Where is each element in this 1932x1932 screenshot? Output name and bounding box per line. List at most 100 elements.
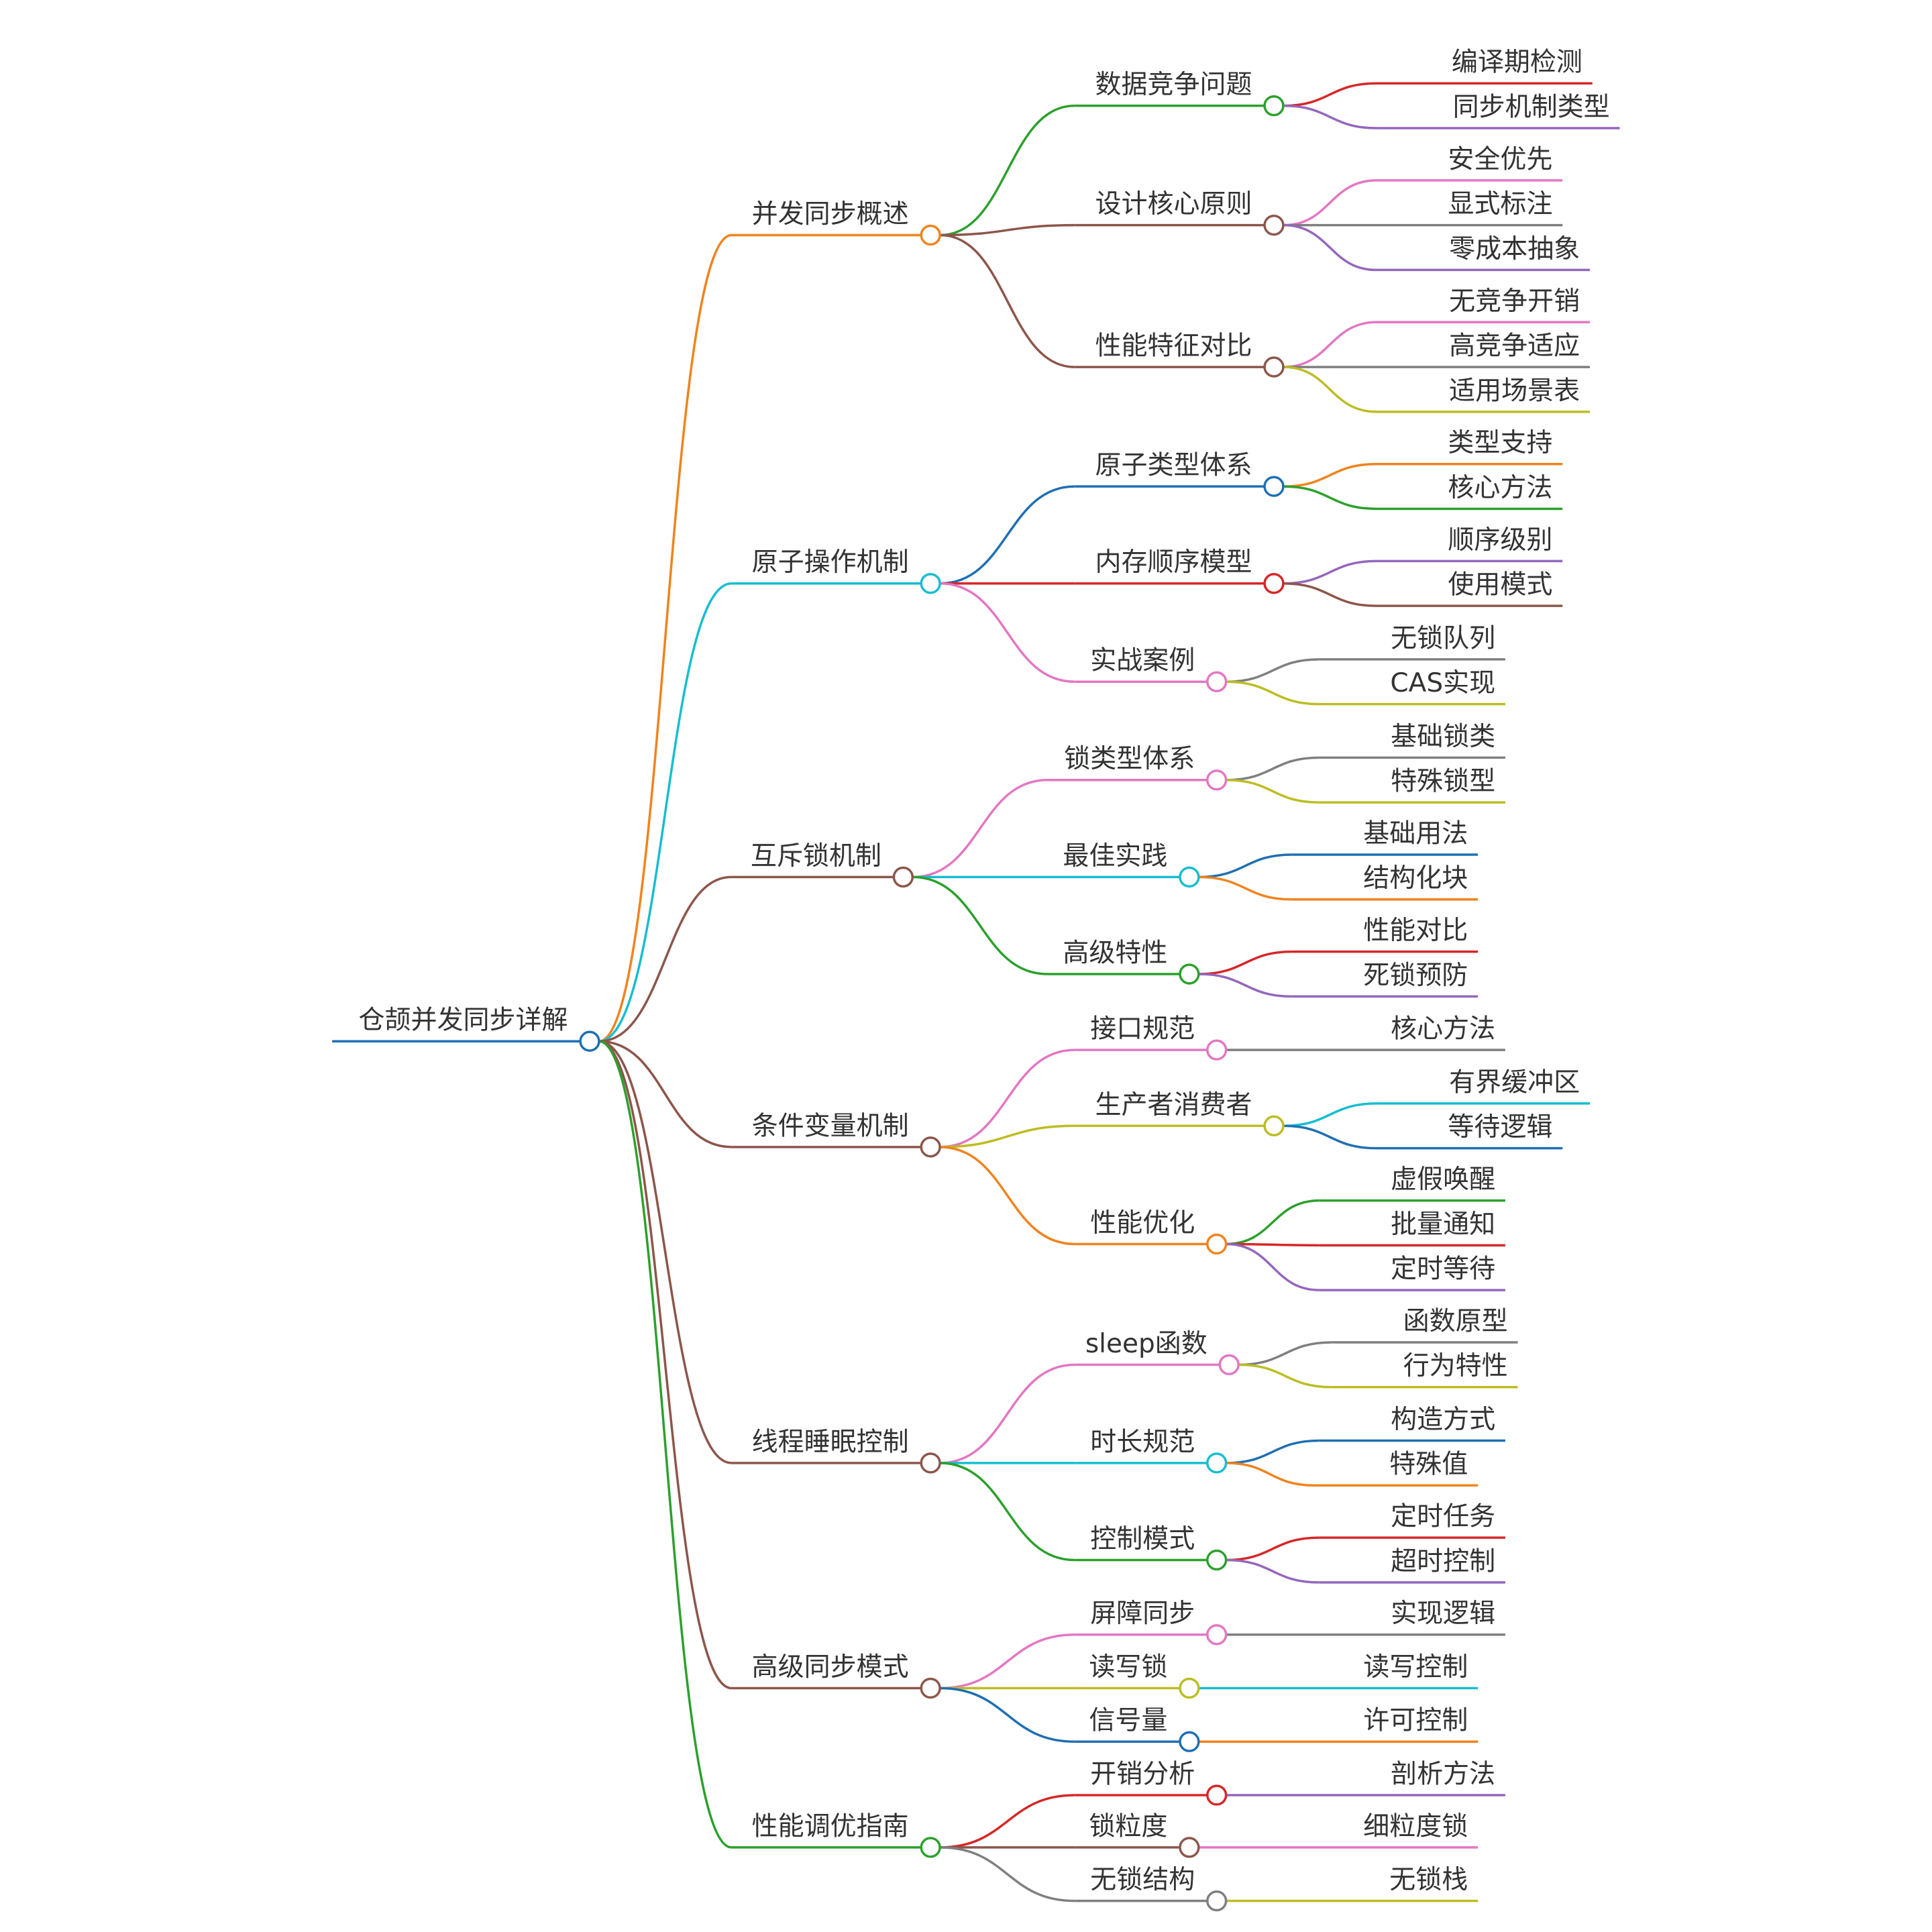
leaf-edge	[1226, 779, 1320, 804]
branch-label: 原子操作机制	[752, 547, 909, 578]
subtopic-edge	[940, 1124, 1075, 1148]
subtopic-node-dot[interactable]	[1179, 866, 1200, 888]
leaf-label: 特殊值	[1389, 1450, 1468, 1480]
leaf-edge	[1226, 1242, 1320, 1247]
leaf-label: 结构化块	[1363, 863, 1468, 894]
subtopic-edge	[940, 1794, 1075, 1849]
leaf-label: 有界缓冲区	[1449, 1067, 1580, 1097]
branch-node-dot[interactable]	[920, 1136, 941, 1158]
leaf-label: 适用场景表	[1449, 376, 1580, 406]
subtopic-edge	[940, 1462, 1075, 1562]
subtopic-node-dot[interactable]	[1179, 1677, 1200, 1699]
subtopic-label: 控制模式	[1090, 1524, 1195, 1554]
leaf-edge	[1226, 1242, 1320, 1291]
subtopic-label: 设计核心原则	[1095, 189, 1252, 219]
subtopic-node-dot[interactable]	[1206, 1233, 1228, 1255]
subtopic-node-dot[interactable]	[1179, 1837, 1200, 1858]
subtopic-edge	[940, 233, 1075, 368]
subtopic-label: 信号量	[1089, 1706, 1167, 1736]
leaf-edge	[1283, 179, 1377, 227]
leaf-edge	[1226, 1199, 1320, 1246]
leaf-label: 实现逻辑	[1391, 1599, 1495, 1629]
leaf-edge	[1283, 223, 1377, 272]
leaf-label: 零成本抽象	[1449, 234, 1580, 264]
leaf-label: 使用模式	[1448, 570, 1552, 600]
leaf-label: 构造方式	[1391, 1405, 1495, 1435]
branch-edge	[598, 233, 732, 1042]
nodes-layer: 仓颉并发同步详解并发同步概述数据竞争问题编译期检测同步机制类型设计核心原则安全优…	[359, 48, 1610, 1912]
branch-edge	[598, 875, 732, 1042]
subtopic-node-dot[interactable]	[1206, 1549, 1228, 1571]
subtopic-edge	[940, 1363, 1075, 1464]
leaf-label: 核心方法	[1448, 473, 1552, 503]
subtopic-node-dot[interactable]	[1206, 1624, 1228, 1646]
leaf-label: 剖析方法	[1391, 1759, 1495, 1789]
branch-node-dot[interactable]	[920, 224, 941, 246]
subtopic-node-dot[interactable]	[1263, 356, 1285, 378]
leaf-label: 性能对比	[1363, 916, 1468, 946]
leaf-edge	[1198, 875, 1292, 901]
subtopic-edge	[940, 1846, 1075, 1902]
branch-node-dot[interactable]	[892, 866, 914, 888]
leaf-label: 批量通知	[1391, 1210, 1495, 1240]
subtopic-edge	[940, 1686, 1075, 1743]
leaf-label: 高竞争适应	[1449, 331, 1580, 362]
subtopic-node-dot[interactable]	[1206, 1452, 1228, 1474]
subtopic-node-dot[interactable]	[1179, 963, 1200, 985]
subtopic-label: 实战案例	[1090, 646, 1195, 676]
subtopic-edge	[912, 875, 1048, 975]
leaf-label: 死锁预防	[1363, 961, 1468, 991]
subtopic-edge	[940, 485, 1075, 585]
branch-label: 并发同步概述	[752, 199, 909, 229]
subtopic-label: 内存顺序模型	[1095, 547, 1252, 578]
leaf-label: 细粒度锁	[1363, 1811, 1468, 1841]
subtopic-node-dot[interactable]	[1206, 1784, 1228, 1806]
subtopic-node-dot[interactable]	[1206, 1890, 1228, 1912]
leaf-edge	[1283, 1102, 1377, 1128]
subtopic-edge	[940, 1146, 1075, 1246]
leaf-label: 基础锁类	[1391, 722, 1495, 752]
subtopic-edge	[940, 1049, 1075, 1148]
leaf-edge	[1283, 582, 1377, 607]
leaf-edge	[1226, 1462, 1315, 1487]
leaf-label: 虚假唤醒	[1391, 1165, 1495, 1195]
subtopic-node-dot[interactable]	[1218, 1354, 1240, 1376]
leaf-edge	[1283, 104, 1377, 129]
subtopic-label: 高级特性	[1063, 938, 1167, 969]
subtopic-node-dot[interactable]	[1263, 215, 1285, 236]
leaf-label: 类型支持	[1448, 428, 1552, 458]
edges-layer	[332, 82, 1620, 1902]
subtopic-node-dot[interactable]	[1179, 1731, 1200, 1752]
branch-node-dot[interactable]	[920, 1452, 941, 1474]
branch-node-dot[interactable]	[920, 1677, 941, 1699]
leaf-label: 超时控制	[1391, 1546, 1495, 1576]
subtopic-label: 原子类型体系	[1095, 451, 1252, 481]
leaf-label: 显式标注	[1448, 189, 1552, 219]
branch-label: 性能调优指南	[752, 1811, 909, 1841]
branch-label: 条件变量机制	[752, 1111, 909, 1141]
subtopic-node-dot[interactable]	[1263, 476, 1285, 497]
subtopic-node-dot[interactable]	[1206, 769, 1228, 791]
leaf-label: 基础用法	[1363, 818, 1468, 849]
subtopic-label: 最佳实践	[1063, 841, 1167, 871]
subtopic-node-dot[interactable]	[1206, 1039, 1228, 1061]
leaf-edge	[1198, 950, 1292, 975]
leaf-label: 核心方法	[1391, 1014, 1495, 1044]
subtopic-label: 性能优化	[1090, 1208, 1195, 1238]
leaf-label: CAS实现	[1390, 668, 1495, 698]
branch-label: 线程睡眠控制	[752, 1427, 909, 1457]
subtopic-node-dot[interactable]	[1263, 1115, 1285, 1136]
subtopic-label: sleep函数	[1085, 1329, 1208, 1359]
subtopic-node-dot[interactable]	[1206, 671, 1228, 692]
branch-edge	[598, 1040, 732, 1849]
root-node-dot[interactable]	[579, 1030, 600, 1052]
leaf-edge	[1226, 680, 1320, 706]
leaf-edge	[1283, 1124, 1377, 1150]
leaf-label: 定时等待	[1391, 1254, 1495, 1285]
branch-node-dot[interactable]	[920, 1837, 941, 1858]
subtopic-node-dot[interactable]	[1263, 95, 1285, 117]
subtopic-label: 锁粒度	[1089, 1811, 1167, 1841]
branch-node-dot[interactable]	[920, 573, 941, 594]
leaf-edge	[1198, 853, 1292, 879]
subtopic-node-dot[interactable]	[1263, 573, 1285, 594]
